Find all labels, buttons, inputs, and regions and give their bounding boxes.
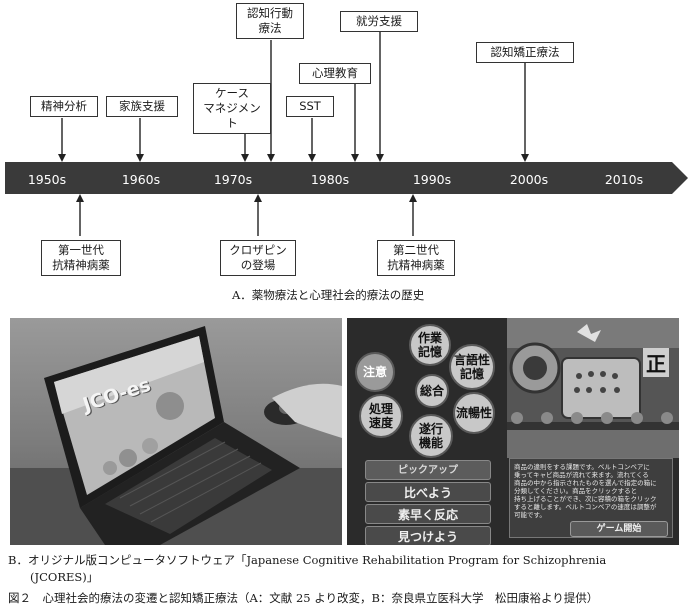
menu-node-working-memory: 作業 記憶 [409,324,451,366]
instruction-line: 乗ってキャビ商品が流れて来ます。流れてくる [514,471,649,479]
menu-button-pickup: ピックアップ [365,460,491,480]
event-second-gen-antipsychotics: 第二世代 抗精神病薬 [377,240,455,276]
event-employment-support: 就労支援 [340,11,418,32]
menu-node-executive-function: 遂行 機能 [409,414,453,458]
caption-b-line2: (JCORES)」 [30,570,99,584]
instruction-line: すると離します。ベルトコンベアの速度は調整が [514,503,657,511]
decade-label: 1970s [213,172,253,187]
timeline-bar [5,162,688,194]
event-clozapine: クロザピン の登場 [220,240,296,276]
menu-node-verbal-memory: 言語性 記憶 [449,344,495,390]
event-cognitive-remediation: 認知矯正療法 [476,42,574,63]
game-start-button: ゲーム開始 [570,521,668,537]
caption-b-line1: B．オリジナル版コンピュータソフトウェア「Japanese Cognitive … [8,553,607,567]
instruction-line: 可能です。 [514,511,546,519]
decade-label: 1960s [121,172,161,187]
event-psychoanalysis: 精神分析 [30,96,98,117]
event-psychoeducation: 心理教育 [299,63,371,84]
menu-button-quick-reaction: 素早く反応 [365,504,491,524]
decade-label: 1990s [412,172,452,187]
laptop-illustration [10,326,342,545]
caption-a: A．薬物療法と心理社会的療法の歴史 [232,288,425,302]
decade-label: 2010s [604,172,644,187]
instruction-panel: 商品の違則をする課題です。ベルトコンベアに 乗ってキャビ商品が流れて来ます。流れ… [509,458,673,538]
menu-node-overall: 総合 [415,374,449,408]
score-sign: 正 [643,348,669,377]
menu-node-fluency: 流暢性 [453,392,495,434]
instruction-line: 分類してください。商品をクリックすると [514,487,638,495]
game-scene [507,318,679,458]
menu-node-attention: 注意 [355,352,395,392]
jcores-menu-screenshot: 注意 作業 記憶 言語性 記憶 総合 処理 速度 遂行 機能 流暢性 ピックアッ… [347,318,679,545]
menu-node-processing-speed: 処理 速度 [359,394,403,438]
timeline-diagram [5,30,688,236]
instruction-line: 商品の違則をする課題です。ベルトコンベアに [514,463,650,471]
laptop-photo: JCO-es [10,318,342,545]
event-case-management: ケース マネジメント [193,83,271,134]
decade-label: 1980s [310,172,350,187]
event-sst: SST [286,96,334,117]
decade-label: 2000s [509,172,549,187]
instruction-line: 持ち上げることができ、次に容積の箱をクリック [514,495,657,503]
event-cbt: 認知行動 療法 [236,3,304,39]
menu-button-compare: 比べよう [365,482,491,502]
decade-label: 1950s [27,172,67,187]
event-family-support: 家族支援 [106,96,178,117]
figure-caption: 図２ 心理社会的療法の変遷と認知矯正療法（A：文献 25 より改変，B：奈良県立… [8,591,599,605]
menu-button-find: 見つけよう [365,526,491,545]
instruction-line: 商品の中から指示されたものを選んで指定の箱に [514,479,657,487]
event-first-gen-antipsychotics: 第一世代 抗精神病薬 [41,240,121,276]
